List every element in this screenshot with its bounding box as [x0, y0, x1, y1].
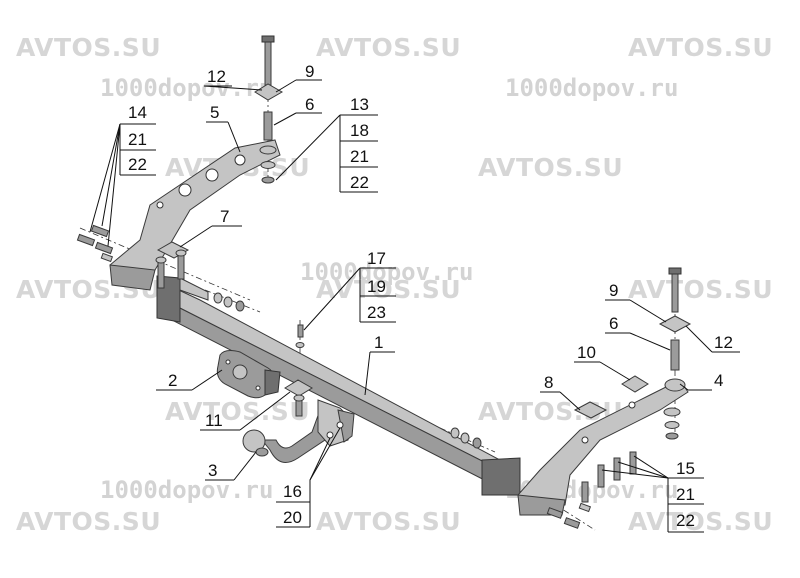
- callout-label: 2: [168, 371, 177, 390]
- callout-label: 21: [128, 130, 147, 149]
- watermark-brand: AVTOS.SU: [316, 507, 461, 536]
- callout-label: 9: [609, 281, 618, 300]
- callout-labels: 12 9 6 5 13 18 21 22 14 21 22 7 17 19 23…: [120, 62, 733, 533]
- right-stud-set: [658, 267, 692, 440]
- callout-label: 15: [676, 459, 695, 478]
- spacer-plates: [156, 241, 649, 419]
- callout-label: 3: [208, 461, 217, 480]
- callout-label: 1: [374, 333, 383, 352]
- callout-label: 6: [305, 95, 314, 114]
- left-bracket: [109, 139, 281, 291]
- callout-label: 21: [676, 485, 695, 504]
- callout-label: 11: [205, 411, 223, 430]
- leader-lines: [89, 79, 740, 532]
- watermark-brand: AVTOS.SU: [628, 507, 773, 536]
- main-beam: [156, 275, 521, 496]
- watermark-brand: AVTOS.SU: [478, 153, 623, 182]
- socket-plate: [216, 350, 281, 399]
- callout-label: 14: [128, 103, 147, 122]
- watermark-brand: AVTOS.SU: [165, 397, 310, 426]
- watermark-site: 1000dopov.ru: [100, 74, 273, 102]
- callout-label: 22: [350, 173, 369, 192]
- callout-label: 9: [305, 62, 314, 81]
- left-stud-set: [254, 35, 284, 184]
- tow-ball-hook: [242, 399, 355, 463]
- callout-label: 16: [283, 482, 302, 501]
- watermark-brand: AVTOS.SU: [16, 33, 161, 62]
- watermark-site: 1000dopov.ru: [505, 74, 678, 102]
- callout-label: 22: [128, 155, 147, 174]
- callout-label: 20: [283, 508, 302, 527]
- watermark-brand: AVTOS.SU: [16, 507, 161, 536]
- callout-label: 21: [350, 147, 369, 166]
- callout-label: 10: [577, 343, 596, 362]
- right-bracket: [517, 378, 689, 516]
- watermark-brand: AVTOS.SU: [628, 33, 773, 62]
- callout-label: 22: [676, 511, 695, 530]
- callout-label: 7: [220, 207, 229, 226]
- watermark-site: 1000dopov.ru: [100, 476, 273, 504]
- callout-label: 12: [714, 333, 733, 352]
- watermark-site: 1000dopov.ru: [300, 258, 473, 286]
- fasteners: [76, 224, 637, 529]
- watermark-brand: AVTOS.SU: [316, 33, 461, 62]
- callout-label: 18: [350, 121, 369, 140]
- callout-label: 17: [367, 249, 386, 268]
- callout-label: 6: [609, 314, 618, 333]
- callout-label: 4: [714, 371, 723, 390]
- callout-label: 19: [367, 277, 386, 296]
- callout-label: 5: [210, 103, 219, 122]
- callout-label: 13: [350, 95, 369, 114]
- callout-label: 12: [207, 67, 226, 86]
- watermark-brand: AVTOS.SU: [628, 275, 773, 304]
- watermark-brand: AVTOS.SU: [316, 275, 461, 304]
- callout-label: 23: [367, 303, 386, 322]
- callout-label: 8: [544, 373, 553, 392]
